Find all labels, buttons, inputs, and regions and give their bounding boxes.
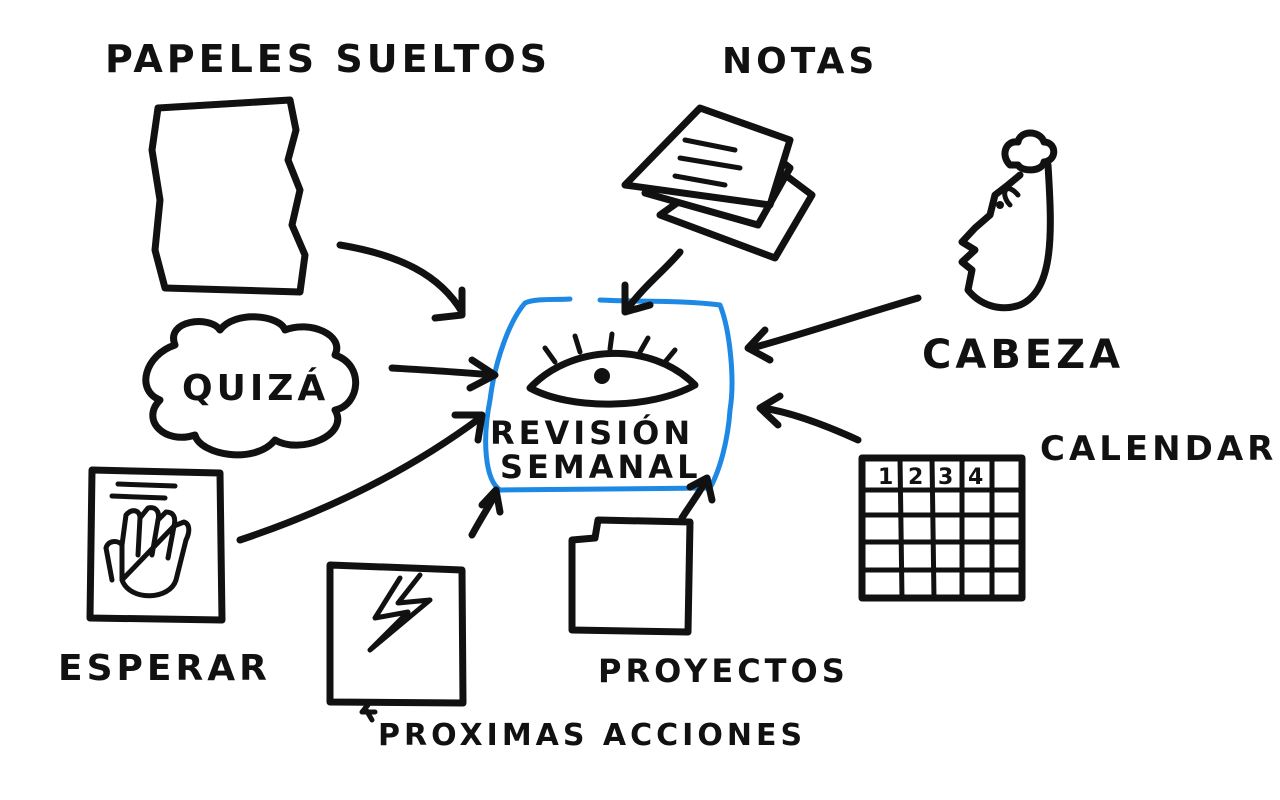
arrow-calendario — [758, 404, 862, 444]
arrow-quiza — [388, 364, 496, 379]
projects-folder-icon — [568, 516, 694, 636]
loose-papers-icon — [148, 96, 309, 296]
label-papeles-sueltos: PAPELES SUELTOS — [105, 37, 551, 81]
head-profile-icon — [958, 129, 1058, 312]
arrows — [236, 241, 922, 544]
arrow-proyectos — [678, 478, 709, 522]
weekly-review-box: REVISIÓN SEMANAL — [483, 296, 735, 493]
calendar-day-4: 4 — [968, 465, 987, 490]
label-esperar: ESPERAR — [58, 648, 271, 689]
calendar-day-2: 2 — [908, 465, 927, 490]
notes-stack-icon — [621, 104, 816, 262]
label-calendario: CALENDARIO — [1040, 429, 1280, 469]
center-title-line1: REVISIÓN — [490, 413, 694, 452]
waiting-sheet-icon — [86, 466, 226, 624]
calendar-day-3: 3 — [938, 465, 957, 490]
arrow-notas — [624, 248, 684, 312]
label-proyectos: PROYECTOS — [598, 652, 849, 690]
arrow-esperar — [236, 414, 484, 544]
label-quiza: QUIZÁ — [182, 367, 329, 409]
maybe-cloud-shape: QUIZÁ — [142, 313, 360, 459]
calendar-day-1: 1 — [878, 465, 897, 490]
center-title-line2: SEMANAL — [500, 448, 701, 486]
next-actions-icon — [326, 561, 467, 723]
arrow-cabeza — [748, 294, 922, 352]
calendar-grid-icon: 1 2 3 4 — [858, 454, 1026, 602]
hand-icon — [103, 505, 192, 599]
arrow-proximas — [468, 491, 499, 539]
label-proximas-acciones: PROXIMAS ACCIONES — [378, 718, 806, 753]
eye-icon — [526, 331, 699, 408]
label-cabeza: CABEZA — [922, 332, 1124, 378]
label-notas: NOTAS — [722, 41, 878, 82]
arrow-papeles — [336, 241, 466, 316]
